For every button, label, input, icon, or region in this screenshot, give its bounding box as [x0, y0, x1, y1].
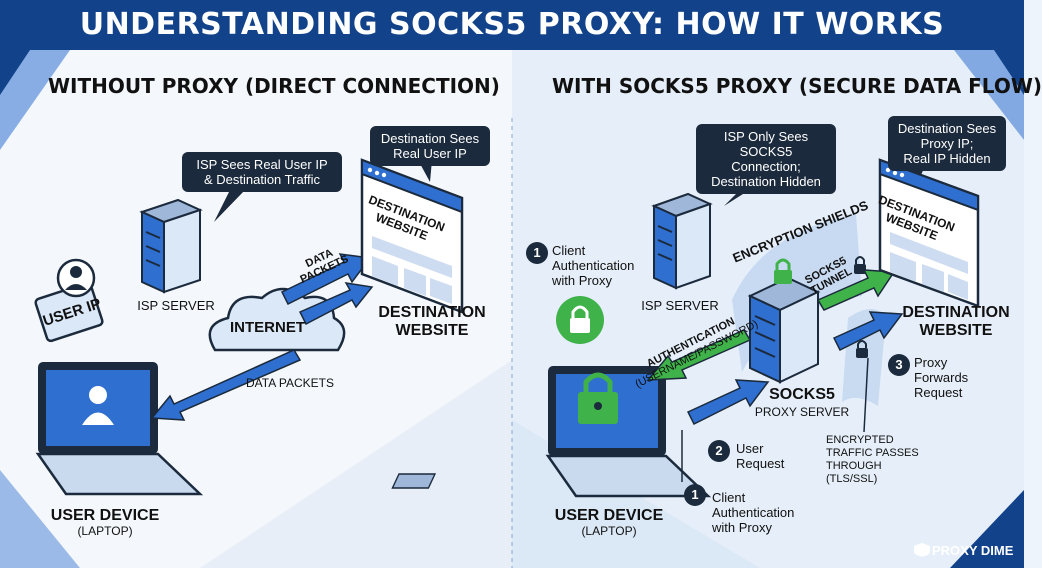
encrypted-traffic-note: ENCRYPTED TRAFFIC PASSES THROUGH (TLS/SS… — [826, 434, 919, 485]
brand-shield-icon — [914, 543, 930, 557]
laptop-icon — [35, 362, 204, 496]
destination-sees-proxy-bubble: Destination Sees Proxy IP; Real IP Hidde… — [888, 116, 1006, 171]
step-1-bottom-text: Client Authentication with Proxy — [712, 490, 795, 535]
user-device-label: USER DEVICE — [554, 507, 664, 524]
data-packets-bottom-label: DATA PACKETS — [246, 376, 335, 390]
small-lock-icon — [854, 256, 868, 358]
proxy-server-label: PROXY SERVER — [754, 405, 850, 419]
destination-window-icon — [878, 158, 980, 308]
lock-icon — [556, 296, 604, 344]
user-device-sublabel: (LAPTOP) — [581, 524, 637, 538]
step-1-bottom-badge: 1 — [684, 484, 706, 506]
isp-server-label: ISP SERVER — [641, 298, 719, 313]
right-panel-title: WITH SOCKS5 PROXY (SECURE DATA FLOW) — [552, 74, 1042, 98]
page-title: UNDERSTANDING SOCKS5 PROXY: HOW IT WORKS — [79, 7, 945, 42]
cloud-icon — [208, 287, 346, 352]
step-1-badge: 1 — [526, 242, 548, 264]
right-diagram — [391, 158, 980, 557]
laptop-icon — [391, 366, 712, 498]
isp-only-sees-bubble: ISP Only Sees SOCKS5 Connection; Destina… — [696, 124, 836, 194]
internet-label: INTERNET — [230, 319, 305, 336]
isp-server-icon — [139, 198, 203, 294]
step-3-badge: 3 — [888, 354, 910, 376]
green-arrows — [646, 269, 896, 381]
user-device-sublabel: (LAPTOP) — [77, 524, 133, 538]
destination-website-label: DESTINATION WEBSITE — [378, 304, 486, 339]
step-1-text: Client Authentication with Proxy — [552, 243, 635, 288]
data-arrows — [150, 253, 374, 421]
socks5-label: SOCKS5 — [769, 386, 835, 403]
title-banner — [0, 0, 1024, 50]
destination-website-label: DESTINATION WEBSITE — [902, 304, 1010, 339]
proxy-server-icon — [747, 258, 821, 384]
step-3-text: Proxy Forwards Request — [914, 355, 969, 400]
user-ip-tag-icon — [34, 258, 104, 343]
blue-arrows — [686, 311, 904, 426]
step-2-badge: 2 — [708, 440, 730, 462]
destination-sees-bubble: Destination Sees Real User IP — [370, 126, 490, 166]
left-panel-title: WITHOUT PROXY (DIRECT CONNECTION) — [48, 74, 500, 98]
isp-sees-bubble: ISP Sees Real User IP & Destination Traf… — [182, 152, 342, 192]
isp-server-icon — [651, 192, 713, 290]
brand-logo: PROXY DIME — [932, 543, 1014, 558]
isp-server-label: ISP SERVER — [137, 298, 215, 313]
user-device-label: USER DEVICE — [50, 507, 160, 524]
left-diagram — [34, 158, 464, 496]
destination-window-icon — [360, 158, 464, 314]
step-2-text: User Request — [736, 441, 785, 471]
